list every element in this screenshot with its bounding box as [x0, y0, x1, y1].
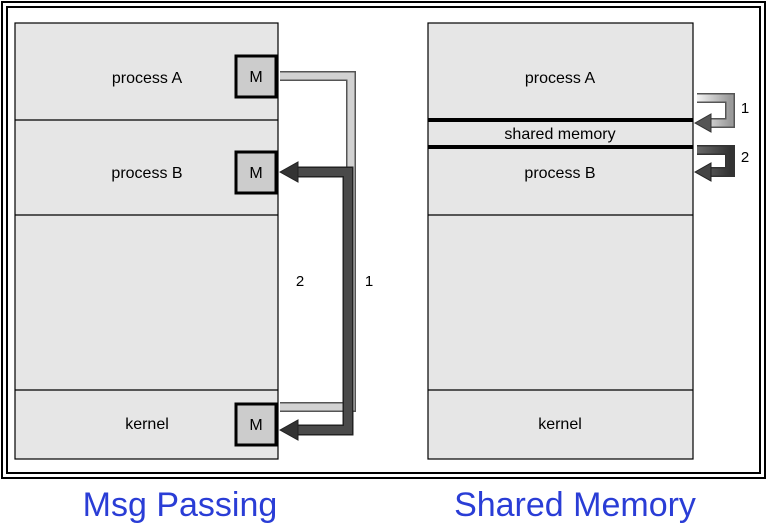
shm-arrow-1: [693, 93, 735, 133]
shm-arrow-1-label: 1: [741, 100, 749, 117]
msg-box-process-a-label: M: [249, 69, 262, 86]
msg-arrow-2-head-kernel: [278, 419, 299, 441]
shm-arrow-2-label: 2: [741, 149, 749, 166]
shm-process-b-label: process B: [524, 165, 595, 182]
msg-process-a-label: process A: [112, 70, 183, 87]
msg-arrow-1-label: 1: [365, 273, 373, 290]
msg-box-process-b: M: [234, 150, 278, 195]
outer-frame: [1, 1, 766, 479]
msg-box-kernel-label: M: [249, 417, 262, 434]
shm-kernel-label: kernel: [538, 416, 582, 433]
msg-box-process-a: M: [234, 54, 278, 99]
msg-box-kernel: M: [234, 402, 278, 447]
msg-passing-memory-column: [14, 22, 279, 460]
shm-arrow-2: [693, 145, 735, 182]
shared-memory-column: [427, 22, 694, 460]
msg-process-b-label: process B: [111, 165, 182, 182]
msg-box-process-b-label: M: [249, 165, 262, 182]
msg-arrow-2-label: 2: [296, 273, 304, 290]
shared-memory-caption: Shared Memory: [454, 486, 696, 524]
shm-arrow-2-head: [693, 162, 712, 182]
shm-arrow-1-head: [693, 113, 712, 133]
msg-arrow-2-head-b: [278, 161, 299, 183]
msg-passing-caption: Msg Passing: [82, 486, 278, 524]
msg-kernel-label: kernel: [125, 416, 169, 433]
msg-arrow-2: [278, 161, 354, 441]
shm-shared-region-label: shared memory: [504, 126, 615, 143]
msg-arrow-1: [280, 71, 356, 412]
shm-process-a-label: process A: [525, 70, 596, 87]
